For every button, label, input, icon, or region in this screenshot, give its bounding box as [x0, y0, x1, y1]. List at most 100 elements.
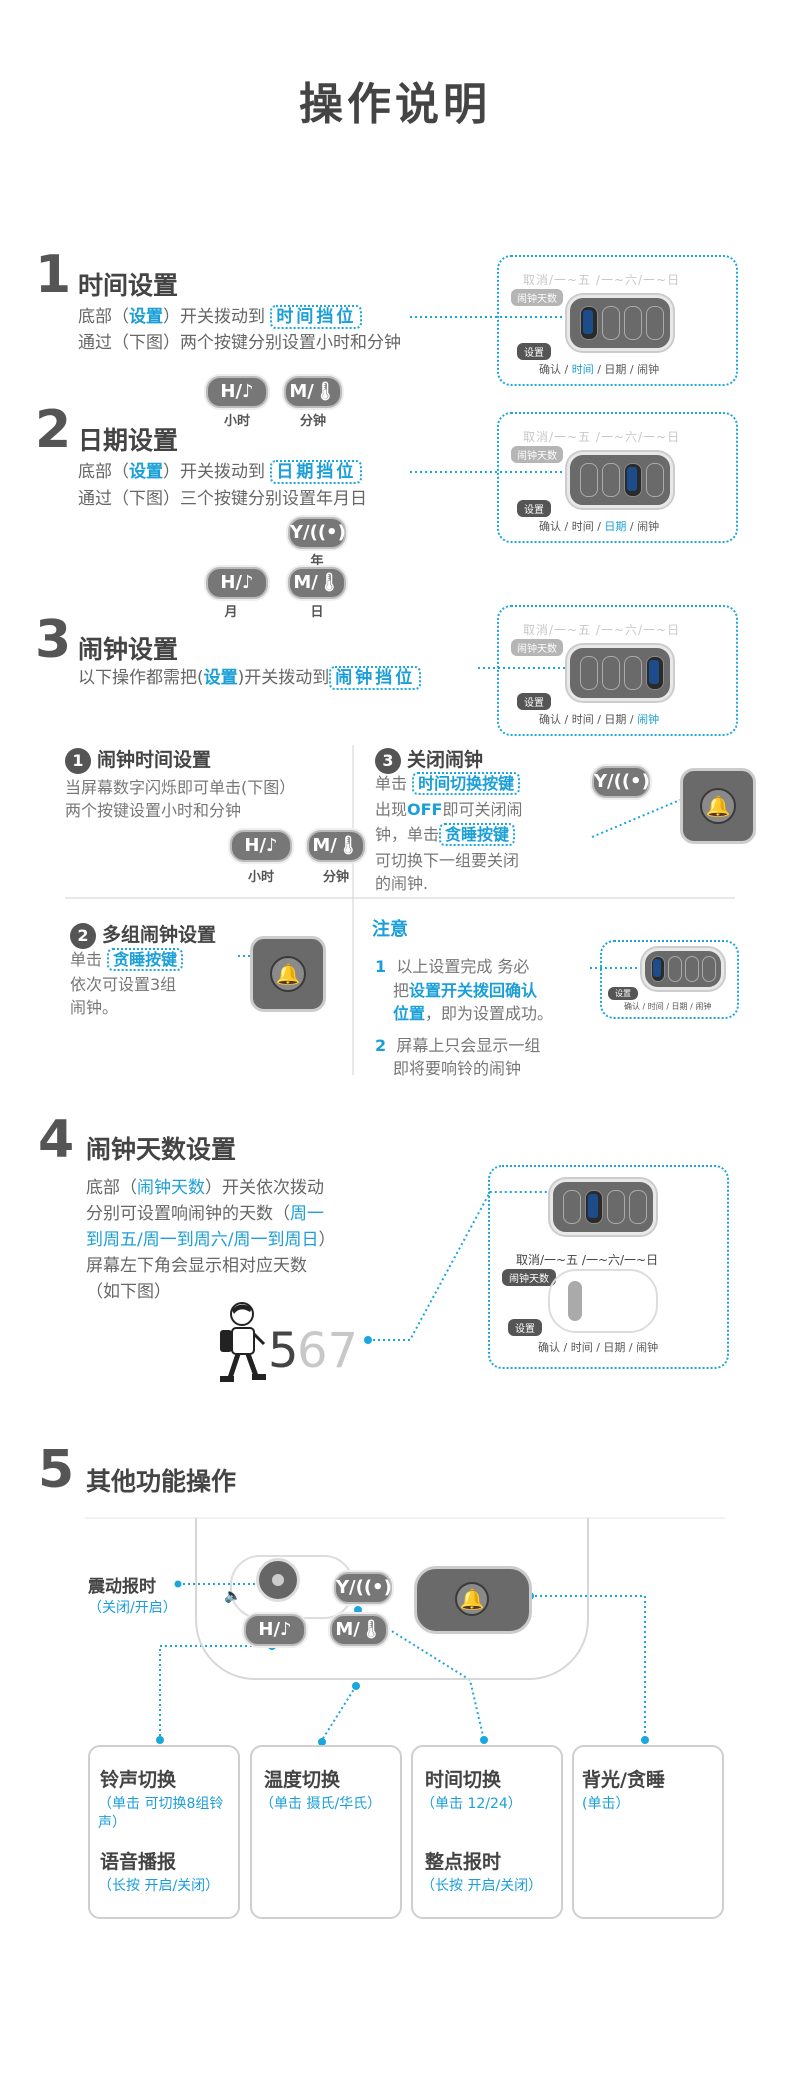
setting-label: 设置 [608, 987, 638, 1000]
section-title: 闹钟设置 [78, 635, 179, 664]
bell-icon: 🔔 [270, 956, 306, 992]
card-title: 背光/贪睡 [582, 1769, 665, 1791]
button-label: 分钟 [322, 870, 349, 885]
switch-slot [567, 295, 673, 351]
card-desc: （单击 12/24） [421, 1796, 522, 1812]
days-row: 取消/一~五 /一~六/一~日 [523, 273, 681, 287]
card-desc: （长按 开启/关闭） [98, 1878, 220, 1894]
switch-slot [567, 645, 673, 701]
days-row: 取消/一~五 /一~六/一~日 [516, 1253, 659, 1267]
snooze-button[interactable]: 🔔 [680, 768, 756, 844]
backlight-snooze-button[interactable]: 🔔 [414, 1566, 532, 1634]
subsection-text: 单击 贪睡按键 [70, 948, 184, 971]
note-title: 注意 [372, 919, 408, 940]
section-title: 日期设置 [78, 426, 179, 455]
mini-switch-panel: 设置 确认 / 时间 / 日期 / 闹钟 [600, 940, 739, 1019]
mode-tag: 时间挡位 [270, 305, 363, 329]
switch-panel-time: 取消/一~五 /一~六/一~日 闹钟天数 设置 确认 / 时间 / 日期 / 闹… [497, 255, 738, 386]
alarm-days-label: 闹钟天数 [511, 446, 563, 463]
mode-labels: 确认 / 时间 / 日期 / 闹钟 [538, 1341, 659, 1354]
mode-labels: 确认 / 时间 / 日期 / 闹钟 [624, 1002, 712, 1011]
card-title: 整点报时 [425, 1851, 502, 1873]
button-label: 日 [310, 605, 324, 620]
section-title: 时间设置 [78, 271, 179, 300]
vibration-button[interactable] [256, 1558, 300, 1602]
section-number: 2 [35, 400, 72, 460]
section-text: 底部（设置）开关拨动到 时间挡位 [78, 304, 363, 330]
setting-label: 设置 [508, 1319, 542, 1336]
alarm-days-label: 闹钟天数 [502, 1269, 556, 1286]
card-title: 温度切换 [264, 1769, 341, 1791]
page-title: 操作说明 [299, 79, 491, 130]
card-title: 语音播报 [100, 1851, 177, 1873]
hour-button[interactable]: H/♪ [206, 376, 268, 408]
speaker-icon: 🔈 [224, 1588, 242, 1604]
section-text: 底部（设置）开关拨动到 日期挡位 [78, 459, 363, 485]
mode-labels: 确认 / 时间 / 日期 / 闹钟 [539, 520, 660, 533]
note-item: 把设置开关拨回确认 [393, 981, 538, 1000]
button-label: 小时 [247, 870, 274, 885]
section-title: 其他功能操作 [86, 1467, 237, 1496]
section-text: （如下图） [86, 1282, 171, 1302]
note-item: 即将要响铃的闹钟 [393, 1059, 522, 1078]
card-desc: （单击 摄氏/华氏） [260, 1796, 382, 1812]
hour-ring-button[interactable]: H/♪ [244, 1614, 306, 1646]
bell-icon: 🔔 [455, 1582, 489, 1616]
vibration-desc: （关闭/开启） [88, 1600, 177, 1616]
card-title: 铃声切换 [100, 1769, 177, 1791]
section-text: 底部（闹钟天数）开关依次拨动 [86, 1178, 324, 1198]
year-button[interactable]: Y/((•)) [288, 517, 354, 549]
vibration-label: 震动报时 [88, 1577, 156, 1597]
mode-tag: 日期挡位 [270, 460, 363, 484]
function-card: 温度切换 （单击 摄氏/华氏） [250, 1745, 402, 1919]
note-item: 2 屏幕上只会显示一组 [375, 1036, 541, 1055]
subsection-text: 闹钟。 [70, 998, 119, 1017]
subsection-text: 两个按键设置小时和分钟 [65, 801, 242, 820]
mode-labels: 确认 / 时间 / 日期 / 闹钟 [539, 713, 660, 726]
card-desc: (单击） [582, 1796, 630, 1812]
switch-panel-alarm: 取消/一~五 /一~六/一~日 闹钟天数 设置 确认 / 时间 / 日期 / 闹… [497, 605, 738, 736]
snooze-button[interactable]: 🔔 [250, 936, 326, 1012]
temperature-button[interactable]: M/🌡 [330, 1614, 388, 1646]
section-text: 屏幕左下角会显示相对应天数 [86, 1256, 307, 1276]
function-card: 时间切换 （单击 12/24） 整点报时 （长按 开启/关闭） [411, 1745, 563, 1919]
days-row: 取消/一~五 /一~六/一~日 [523, 430, 681, 444]
subsection-text: 出现OFF即可关闭闹 [375, 800, 523, 819]
hour-button[interactable]: H/♪ [230, 830, 292, 862]
mode-tag: 闹钟挡位 [329, 666, 422, 690]
section-number: 1 [35, 245, 72, 305]
card-desc: （单击 可切换8组铃声） [98, 1796, 224, 1831]
alarm-days-label: 闹钟天数 [511, 639, 563, 656]
walking-child-illustration [220, 1302, 266, 1382]
section-text: 通过（下图）三个按键分别设置年月日 [78, 489, 367, 509]
note-item: 位置，即为设置成功。 [393, 1004, 554, 1023]
minute-button[interactable]: M/🌡 [284, 376, 342, 408]
setting-label: 设置 [517, 500, 551, 517]
minute-button[interactable]: M/🌡 [307, 830, 365, 862]
subsection-text: 可切换下一组要关闭 [375, 851, 520, 870]
button-label: 年 [310, 554, 324, 569]
section-text: 分别可设置响闹钟的天数（周一 [86, 1204, 324, 1224]
days-row: 取消/一~五 /一~六/一~日 [523, 623, 681, 637]
setting-label: 设置 [517, 343, 551, 360]
section-number: 5 [38, 1440, 75, 1500]
subsection-text: 依次可设置3组 [70, 975, 177, 994]
section-text: 以下操作都需把(设置)开关拨动到闹钟挡位 [78, 665, 422, 691]
function-card: 铃声切换 （单击 可切换8组铃声） 语音播报 （长按 开启/关闭） [88, 1745, 240, 1919]
switch-slot [642, 948, 724, 990]
time-switch-button[interactable]: Y/((•)) [334, 1572, 400, 1604]
subsection-text: 当屏幕数字闪烁即可单击(下图） [65, 778, 296, 797]
minute-button[interactable]: M/🌡 [288, 567, 346, 599]
hour-button[interactable]: H/♪ [206, 567, 268, 599]
note-item: 1 以上设置完成 务必 [375, 957, 530, 976]
bell-icon: 🔔 [700, 788, 736, 824]
card-title: 时间切换 [425, 1769, 502, 1791]
button-label: 小时 [223, 414, 250, 429]
alarm-days-panel: 取消/一~五 /一~六/一~日 闹钟天数 设置 确认 / 时间 / 日期 / 闹… [488, 1165, 729, 1369]
device-outline [195, 1518, 589, 1680]
time-switch-button[interactable]: Y/((•)) [592, 766, 658, 798]
display-digit-active: 5 [268, 1323, 299, 1379]
switch-panel-date: 取消/一~五 /一~六/一~日 闹钟天数 设置 确认 / 时间 / 日期 / 闹… [497, 412, 738, 543]
